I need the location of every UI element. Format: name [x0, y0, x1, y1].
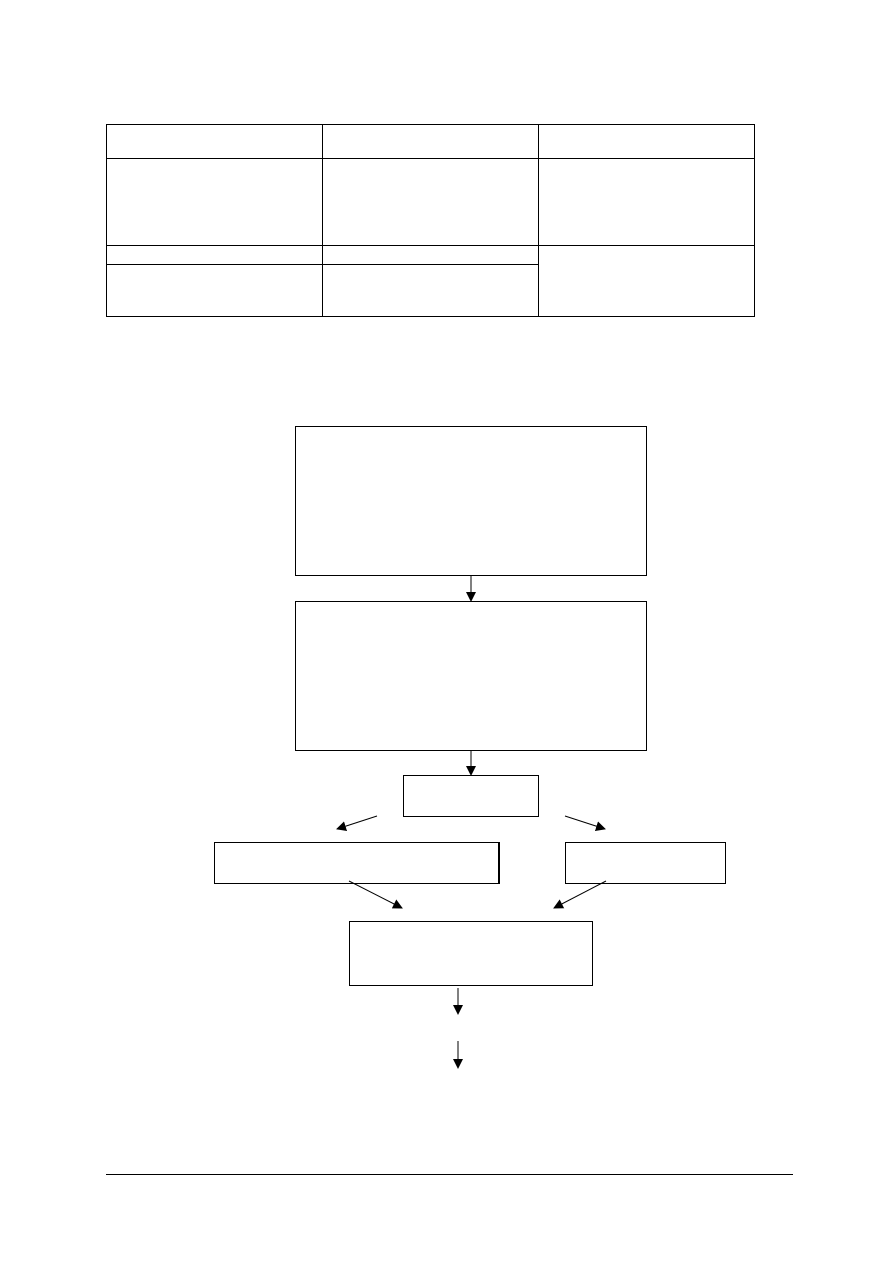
flow-box-decision: [403, 775, 539, 817]
table-cell: [323, 246, 538, 264]
table-header-cell: [539, 125, 754, 158]
flow-box-top: [295, 426, 647, 576]
arrow-to-left-branch: [336, 815, 378, 831]
table-header-cell: [323, 125, 538, 158]
table-rule: [106, 158, 755, 159]
table-rule: [106, 245, 755, 246]
table-rule: [106, 124, 755, 125]
flow-box-second: [295, 601, 647, 751]
flow-box-right-branch: [565, 842, 726, 884]
table-rule: [538, 124, 539, 317]
flow-box-merge: [349, 921, 593, 986]
table-rule: [106, 124, 107, 317]
table-cell: [323, 265, 538, 316]
flow-box-left-branch: [214, 842, 499, 884]
table-rule: [754, 124, 755, 317]
table-rule: [322, 124, 323, 317]
arrow-left-to-merge: [348, 880, 403, 909]
table-rule: [106, 316, 755, 317]
arrow-to-right-branch: [564, 815, 606, 831]
table-cell: [107, 265, 322, 316]
table-cell: [539, 159, 754, 245]
table-cell: [323, 159, 538, 245]
table-cell: [107, 159, 322, 245]
footer-rule: [106, 1174, 793, 1175]
table-cell: [539, 246, 754, 316]
table-header-cell: [107, 125, 322, 158]
arrow-right-to-merge: [553, 880, 607, 909]
table-cell: [107, 246, 322, 264]
